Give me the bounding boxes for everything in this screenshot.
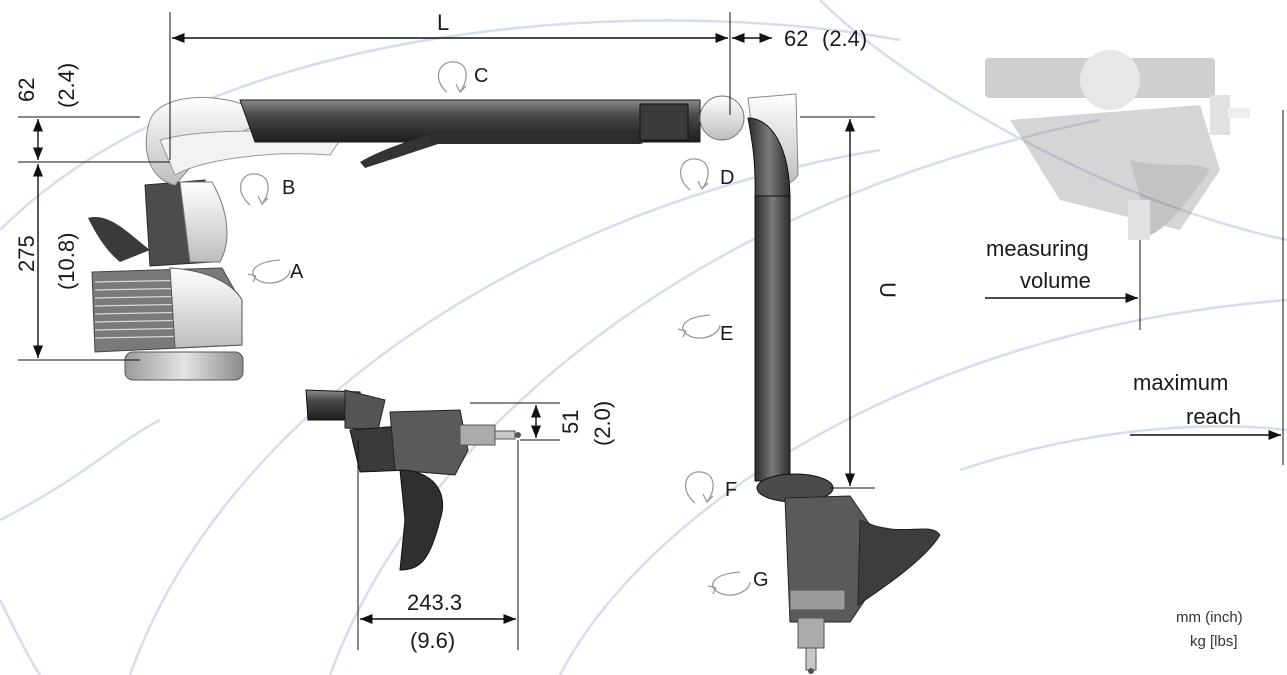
axis-label-f: F (725, 479, 737, 501)
dim-probe-offset-in: (2.0) (590, 401, 615, 446)
axis-label-g: G (753, 569, 769, 591)
dim-top-offset-mm: 62 (784, 26, 808, 51)
dim-base-height-mm: 275 (14, 235, 39, 272)
dim-probe-length-in: (9.6) (410, 628, 455, 653)
ghost-arm (985, 50, 1250, 240)
dim-probe-offset-mm: 51 (558, 410, 583, 434)
axis-label-a: A (290, 261, 304, 283)
units-mass: kg [lbs] (1190, 633, 1238, 650)
dim-probe-length-mm: 243.3 (407, 590, 462, 615)
measuring-volume-label-1: measuring (986, 236, 1089, 261)
axis-label-d: D (720, 167, 734, 189)
rotation-axis-markers (239, 61, 751, 596)
dimension-lines (18, 12, 1281, 650)
probe-inset (305, 389, 521, 571)
maximum-reach-label-1: maximum (1133, 370, 1228, 395)
units-length: mm (inch) (1176, 609, 1243, 626)
horizontal-arm (239, 99, 701, 168)
axis-label-c: C (474, 65, 488, 87)
vertical-arm (747, 117, 791, 482)
measuring-volume-label-2: volume (1020, 268, 1091, 293)
maximum-reach-label-2: reach (1186, 404, 1241, 429)
axis-label-e: E (720, 323, 733, 345)
base-housing (88, 179, 244, 381)
dim-left-offset-in: (2.4) (54, 63, 79, 108)
dim-base-height-in: (10.8) (54, 233, 79, 290)
axis-label-b: B (282, 177, 295, 199)
dim-top-offset-in: (2.4) (822, 26, 867, 51)
main-arm (88, 93, 941, 674)
dim-left-offset-mm: 62 (14, 78, 39, 102)
dim-upper-arm-label: U (875, 282, 900, 298)
dim-length-label: L (437, 10, 449, 35)
probe-handle (756, 473, 941, 674)
